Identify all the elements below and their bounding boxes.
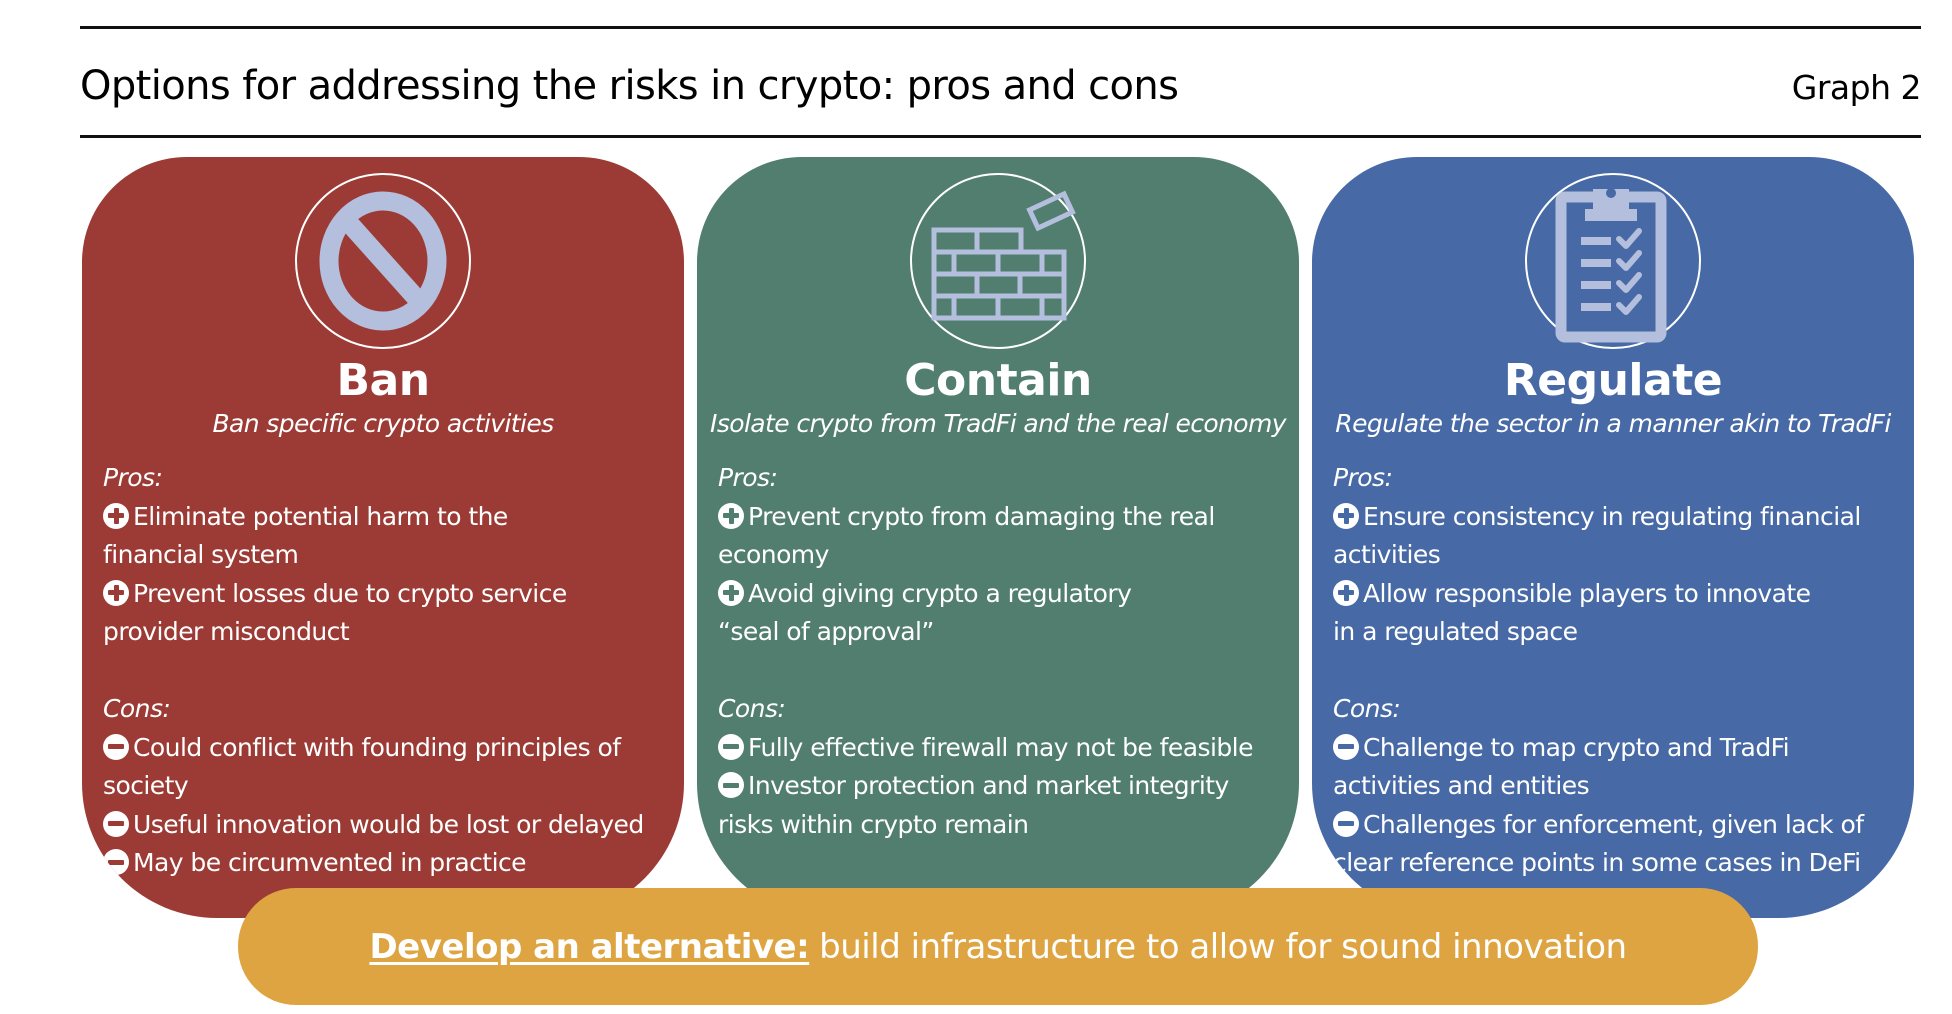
pro-item: Allow responsible players to innovate [1333, 575, 1908, 614]
con-item-cont: clear reference points in some cases in … [1333, 848, 1861, 877]
plus-circle-icon [718, 502, 744, 529]
con-item: Challenge to map crypto and TradFi [1333, 729, 1908, 768]
pro-text: Prevent crypto from damaging the real [748, 501, 1215, 531]
minus-circle-icon [103, 733, 129, 760]
prohibited-icon [295, 173, 471, 349]
minus-circle-icon [1333, 733, 1359, 760]
minus-circle-icon [103, 849, 129, 875]
alternative-banner: Develop an alternative: build infrastruc… [238, 888, 1758, 1005]
spacer [1333, 652, 1908, 691]
cons-label: Cons: [103, 694, 171, 723]
pro-item-cont: provider misconduct [103, 617, 350, 646]
header-top-rule [80, 26, 1921, 29]
cons-label: Cons: [1333, 694, 1401, 723]
con-text: Fully effective firewall may not be feas… [748, 732, 1253, 762]
con-text: May be circumvented in practice [133, 848, 527, 877]
card-title: Regulate [1503, 355, 1723, 406]
plus-circle-icon [103, 579, 129, 606]
con-text: Investor protection and market integrity [748, 771, 1229, 800]
pro-item-cont: “seal of approval” [718, 617, 934, 646]
con-item-cont: risks within crypto remain [718, 809, 1029, 839]
plus-circle-icon [1333, 502, 1359, 529]
card-subtitle: Ban specific crypto activities [212, 409, 554, 438]
pros-label: Pros: [103, 463, 163, 492]
con-item: Could conflict with founding principles … [103, 729, 678, 768]
con-text: Challenges for enforcement, given lack o… [1363, 809, 1864, 839]
pro-item-cont: in a regulated space [1333, 617, 1578, 646]
alternative-text: build infrastructure to allow for sound … [819, 926, 1627, 967]
clipboard-checklist-icon [1525, 173, 1701, 349]
con-text: Useful innovation would be lost or delay… [133, 809, 644, 839]
pro-text: Avoid giving crypto a regulatory [748, 578, 1132, 608]
card-contain: Contain Isolate crypto from TradFi and t… [697, 157, 1299, 918]
minus-circle-icon [103, 810, 129, 837]
con-item: Fully effective firewall may not be feas… [718, 729, 1293, 768]
minus-circle-icon [718, 772, 744, 798]
con-item: Useful innovation would be lost or delay… [103, 806, 678, 845]
alternative-label: Develop an alternative: [369, 926, 810, 967]
plus-circle-icon [1333, 579, 1359, 606]
con-text: Challenge to map crypto and TradFi [1363, 732, 1790, 762]
card-body: Pros: Ensure consistency in regulating f… [1333, 459, 1908, 883]
header-bottom-rule [80, 135, 1921, 138]
pro-text: Ensure consistency in regulating financi… [1363, 501, 1861, 531]
spacer [103, 652, 678, 691]
con-item-cont: activities and entities [1333, 771, 1590, 800]
card-title: Ban [336, 355, 430, 406]
card-ban: Ban Ban specific crypto activities Pros:… [82, 157, 684, 918]
page-title: Options for addressing the risks in cryp… [80, 63, 1179, 109]
con-item-cont: society [103, 771, 189, 800]
graph-label: Graph 2 [1791, 68, 1922, 107]
pro-item: Eliminate potential harm to the [103, 498, 678, 537]
pro-item: Prevent losses due to crypto service [103, 575, 678, 614]
pro-item-cont: economy [718, 540, 829, 569]
pros-label: Pros: [718, 463, 778, 492]
card-title: Contain [904, 355, 1092, 406]
card-subtitle: Isolate crypto from TradFi and the real … [710, 409, 1287, 438]
card-subtitle: Regulate the sector in a manner akin to … [1335, 409, 1891, 438]
card-regulate: Regulate Regulate the sector in a manner… [1312, 157, 1914, 918]
pro-item: Avoid giving crypto a regulatory [718, 575, 1293, 614]
pro-item-cont: financial system [103, 540, 299, 569]
con-text: Could conflict with founding principles … [133, 732, 621, 762]
pro-item: Ensure consistency in regulating financi… [1333, 498, 1908, 537]
spacer [718, 652, 1293, 691]
cons-label: Cons: [718, 694, 786, 723]
pro-text: Eliminate potential harm to the [133, 501, 508, 531]
brick-wall-icon [910, 173, 1086, 349]
minus-circle-icon [718, 733, 744, 760]
con-item: May be circumvented in practice [103, 844, 678, 883]
pro-item-cont: activities [1333, 540, 1441, 569]
pro-text: Prevent losses due to crypto service [133, 578, 567, 608]
minus-circle-icon [1333, 810, 1359, 837]
pros-label: Pros: [1333, 463, 1393, 492]
con-item: Challenges for enforcement, given lack o… [1333, 806, 1908, 845]
pro-item: Prevent crypto from damaging the real [718, 498, 1293, 537]
pro-text: Allow responsible players to innovate [1363, 578, 1811, 608]
con-item: Investor protection and market integrity [718, 767, 1293, 806]
card-body: Pros: Eliminate potential harm to the fi… [103, 459, 678, 883]
plus-circle-icon [103, 502, 129, 529]
plus-circle-icon [718, 579, 744, 606]
card-body: Pros: Prevent crypto from damaging the r… [718, 459, 1293, 844]
